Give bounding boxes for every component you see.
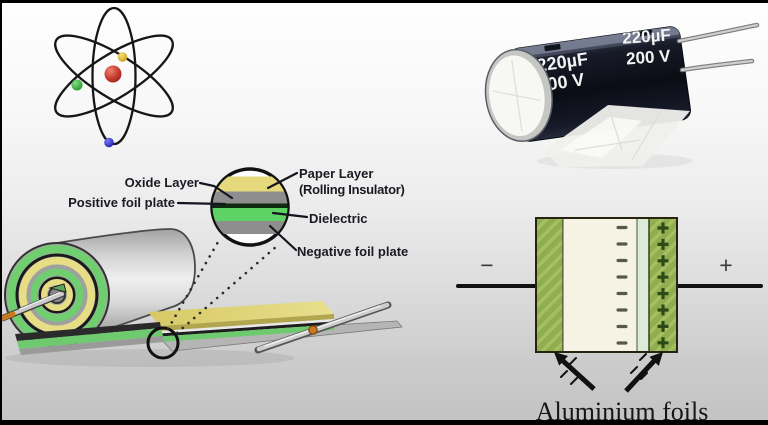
- electrolyte-charge-column: [616, 225, 628, 345]
- magnifier-small-circle: [146, 326, 180, 360]
- label-pointer-lines: [176, 171, 309, 252]
- positive-terminal-sign: +: [719, 252, 732, 278]
- capacitor-marking-capacitance-right: 220µF: [622, 25, 672, 47]
- letterbox-top: [0, 0, 768, 3]
- layer-oxide: [212, 191, 288, 204]
- orbit-diagonal-right: [54, 34, 174, 118]
- pointer-paper: [266, 171, 299, 190]
- letterbox-left: [0, 0, 2, 425]
- capacitor-vent-notch-right: [638, 29, 653, 37]
- roll-diagram: Oxide Layer Positive foil plate Paper La…: [0, 166, 408, 367]
- letterbox-bottom: [0, 420, 768, 425]
- capacitor-photo: 220µF 200 V 220µF 200 V: [484, 22, 760, 169]
- orbit-vertical: [91, 6, 137, 146]
- pointer-oxide: [198, 181, 234, 200]
- capacitor-lead-top-highlight: [677, 23, 759, 43]
- plus-charge: [657, 238, 669, 250]
- minus-charge: [616, 291, 628, 296]
- minus-charge: [616, 341, 628, 345]
- atom-illustration: [54, 6, 174, 148]
- positive-charge-column: [657, 222, 669, 349]
- capacitor-lead-bottom-highlight: [680, 59, 754, 72]
- pin-solder-bead: [308, 325, 318, 335]
- plus-charge: [657, 304, 669, 316]
- plus-charge: [657, 288, 669, 300]
- dotted-guide-right: [175, 244, 279, 335]
- plastic-sheet-highlight: [560, 117, 642, 158]
- sheet-oxide-dark-line: [160, 321, 334, 337]
- plastic-sheet-creases: [574, 105, 663, 161]
- capacitor-end-cap-score-lines: [492, 59, 541, 132]
- negative-terminal-sign: −: [480, 252, 493, 278]
- arrow-right: [624, 352, 663, 393]
- foil-sheet: [15, 301, 403, 355]
- minus-charge: [616, 242, 628, 246]
- pointer-dielectric: [271, 211, 309, 219]
- sheet-white-line: [160, 319, 334, 334]
- minus-charge: [616, 225, 628, 230]
- pointer-negative: [268, 224, 298, 252]
- electron-blue: [104, 137, 114, 148]
- plus-charge: [657, 255, 669, 267]
- capacitor-schematic: − + Aluminium foils: [456, 217, 763, 425]
- minus-charge: [616, 324, 628, 329]
- label-negative-foil-plate: Negative foil plate: [297, 244, 408, 259]
- plus-charge: [657, 222, 669, 234]
- layer-dielectric: [212, 208, 288, 221]
- layer-positive-foil: [212, 203, 288, 208]
- underroll-gray-band: [19, 336, 164, 355]
- plus-charge: [657, 320, 669, 332]
- negative-foil-block: [535, 217, 564, 353]
- capacitor-marking-voltage-right: 200 V: [625, 46, 671, 68]
- sheet-dielectric-front-edge: [160, 324, 334, 342]
- electron-green: [71, 79, 83, 91]
- electrolyte-region: [562, 217, 638, 353]
- nucleus: [104, 65, 122, 83]
- pointer-positive: [176, 201, 227, 206]
- plus-charge: [657, 337, 669, 349]
- sheet-paper-front-edge: [160, 314, 334, 331]
- cathode-pin-right: [254, 301, 392, 354]
- schematic-outer-border: [535, 217, 678, 353]
- plus-charge: [657, 271, 669, 283]
- underroll-green-band: [17, 328, 163, 349]
- minus-charge: [616, 258, 628, 263]
- label-positive-foil-plate: Positive foil plate: [68, 195, 175, 210]
- underroll-dark-band: [15, 322, 161, 341]
- label-paper-layer-line2: (Rolling Insulator): [299, 182, 405, 197]
- arrow-left: [554, 352, 596, 391]
- label-dielectric: Dielectric: [309, 211, 368, 226]
- oxide-strip: [636, 217, 650, 353]
- dotted-guide-left: [166, 240, 220, 331]
- electron-yellow: [117, 52, 128, 62]
- capacitor-top-edge-line: [509, 34, 681, 62]
- label-paper-layer-line1: Paper Layer: [299, 166, 373, 181]
- minus-charge: [616, 275, 628, 279]
- roll-shadow: [5, 349, 295, 367]
- sheet-paper-top-face: [148, 301, 334, 326]
- anode-pin-left: [0, 290, 66, 322]
- layer-negative-foil: [212, 221, 288, 234]
- minus-charge: [616, 308, 628, 312]
- label-oxide-layer: Oxide Layer: [125, 175, 199, 190]
- capacitor-vent-notch-left: [544, 43, 561, 52]
